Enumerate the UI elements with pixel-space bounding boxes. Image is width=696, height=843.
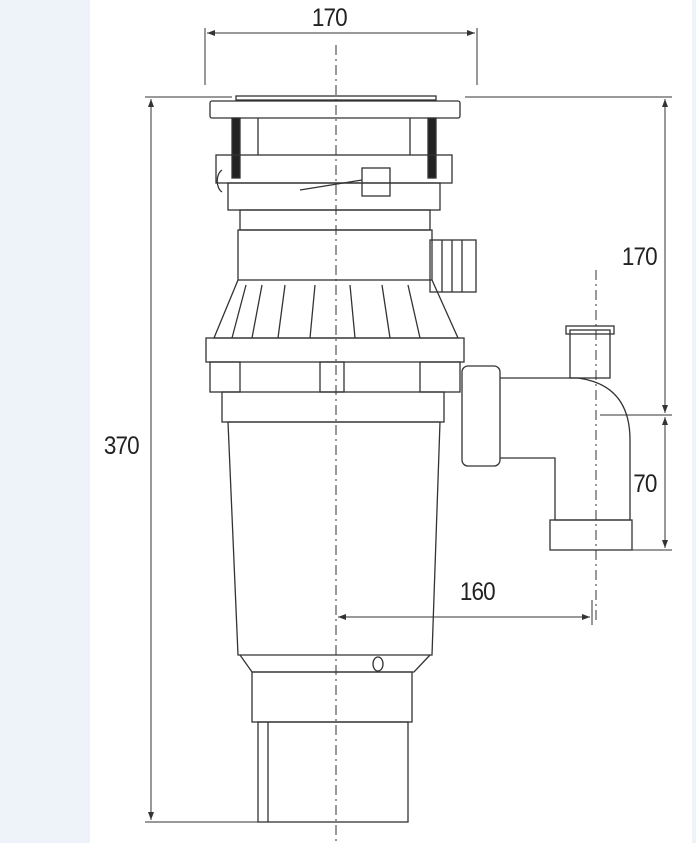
dim-center-to-outlet: 160 [459, 578, 496, 606]
dim-top-width: 170 [311, 4, 348, 32]
dimension-lines [145, 28, 672, 823]
dim-outlet-to-elbow: 70 [633, 470, 657, 498]
disposer-body [205, 95, 633, 823]
right-margin-panel [692, 0, 696, 843]
dim-flange-to-outlet: 170 [621, 243, 658, 271]
center-lines [335, 45, 597, 843]
left-margin-panel [0, 0, 90, 843]
dim-total-height: 370 [103, 432, 140, 460]
